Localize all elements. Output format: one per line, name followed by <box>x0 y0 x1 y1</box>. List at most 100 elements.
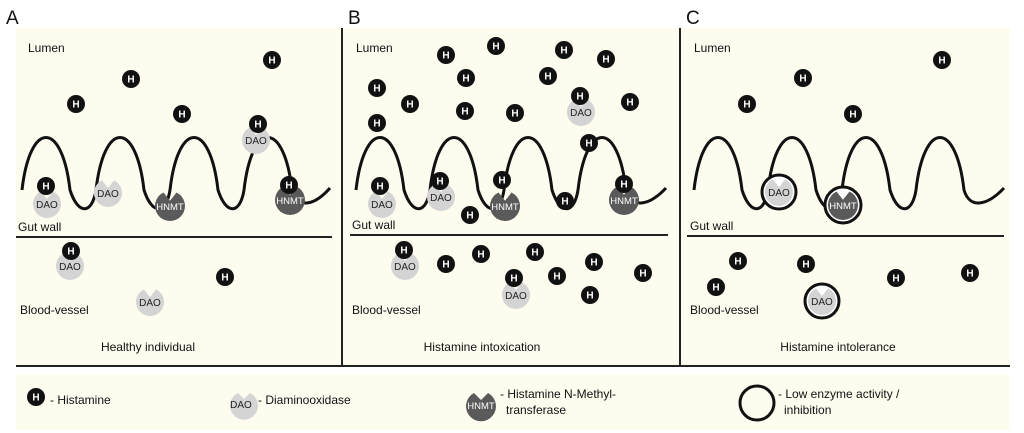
histamine-symbol-8: H <box>221 273 228 284</box>
histamine-molecule-34 <box>548 267 566 285</box>
inhibited-0-dao-label: DAO <box>768 188 790 199</box>
histamine-symbol-36: H <box>639 269 646 280</box>
enzyme-7-dao-label: DAO <box>570 108 592 119</box>
legend-dao-icon <box>229 393 258 420</box>
histamine-molecule-43 <box>797 255 815 273</box>
histamine-symbol-34: H <box>553 272 560 283</box>
histamine-molecule-17 <box>456 102 474 120</box>
histamine-symbol-0: H <box>127 75 134 86</box>
histamine-molecule-37 <box>581 286 599 304</box>
panel-b-villi <box>354 136 668 211</box>
histamine-molecule-21 <box>368 114 386 132</box>
enzyme-5-dao-shape <box>368 191 397 219</box>
panel-b-blood-vessel-label: Blood-vessel <box>352 303 421 317</box>
histamine-symbol-4: H <box>254 120 261 131</box>
histamine-molecule-39 <box>738 95 756 113</box>
histamine-symbol-43: H <box>802 260 809 271</box>
histamine-molecule-35 <box>585 253 603 271</box>
methyl-2-hnmt-label: HNMT <box>491 202 519 213</box>
panel-c-lumen-label: Lumen <box>694 41 731 55</box>
histamine-molecule-9 <box>437 46 455 64</box>
histamine-symbol-39: H <box>743 100 750 111</box>
panel-c-letter: C <box>686 8 700 29</box>
histamine-molecule-13 <box>457 69 475 87</box>
methyl-1-hnmt-label: HNMT <box>276 196 304 207</box>
histamine-molecule-4 <box>249 115 267 133</box>
histamine-molecule-14 <box>539 67 557 85</box>
histamine-molecule-20 <box>621 93 639 111</box>
histamine-symbol-44: H <box>712 283 719 294</box>
enzyme-4-dao-shape <box>136 289 164 317</box>
histamine-molecule-45 <box>887 269 905 287</box>
panel-c-gut-wall-label: Gut wall <box>690 219 733 233</box>
enzyme-2-dao-label: DAO <box>245 136 267 147</box>
histamine-symbol-30: H <box>442 260 449 271</box>
legend: H - Histamine DAO - Diaminooxidase HNMT … <box>27 384 900 422</box>
histamine-symbol-29: H <box>400 246 407 257</box>
histamine-symbol-1: H <box>72 100 79 111</box>
methyl-0-hnmt-shape <box>155 192 185 222</box>
histamine-molecule-46 <box>961 264 979 282</box>
histamine-molecule-36 <box>634 264 652 282</box>
histamine-symbol-24: H <box>436 177 443 188</box>
legend-hnmt-label-line1: - Histamine N-Methyl- <box>500 387 616 401</box>
enzyme-0-dao-shape <box>33 191 62 219</box>
histamine-symbol-6: H <box>285 181 292 192</box>
enzyme-9-dao-shape <box>501 282 530 310</box>
enzyme-6-dao-label: DAO <box>430 193 452 204</box>
histamine-symbol-27: H <box>561 197 568 208</box>
panel-a-letter: A <box>6 8 19 29</box>
panel-b-letter: B <box>348 8 361 29</box>
enzyme-8-dao-shape <box>391 253 420 281</box>
histamine-molecule-41 <box>933 51 951 69</box>
methyl-1-hnmt-shape <box>275 186 306 216</box>
legend-background <box>16 374 1010 430</box>
panel-a-caption: Healthy individual <box>101 340 195 354</box>
molecule-symbols: DAODAODAODAODAODAODAODAODAODAOHNMTHNMTHN… <box>33 37 979 320</box>
histamine-symbol-37: H <box>586 291 593 302</box>
histamine-symbol-18: H <box>511 109 518 120</box>
panel-a-lumen-label: Lumen <box>28 41 65 55</box>
histamine-symbol-28: H <box>620 180 627 191</box>
histamine-symbol-14: H <box>544 72 551 83</box>
enzyme-7-dao-shape <box>567 99 595 127</box>
histamine-symbol-21: H <box>373 119 380 130</box>
methyl-0-hnmt-label: HNMT <box>156 202 184 213</box>
histamine-molecule-10 <box>487 37 505 55</box>
histamine-symbol-15: H <box>373 84 380 95</box>
panel-a-gut-wall-label: Gut wall <box>18 220 61 234</box>
histamine-symbol-19: H <box>576 92 583 103</box>
histamine-molecule-3 <box>263 51 281 69</box>
histamine-molecule-1 <box>67 95 85 113</box>
legend-hnmt-symbol: HNMT <box>467 401 495 412</box>
enzyme-1-dao-shape <box>94 180 123 208</box>
enzyme-3-dao-shape <box>55 253 84 281</box>
legend-low-activity-label-line2: inhibition <box>784 403 831 417</box>
histamine-symbol-7: H <box>67 247 74 258</box>
histamine-molecule-42 <box>729 252 747 270</box>
histamine-symbol-17: H <box>461 107 468 118</box>
enzyme-1-dao-label: DAO <box>97 189 119 200</box>
histamine-symbol-38: H <box>799 74 806 85</box>
legend-hnmt-label-line2: transferase <box>506 403 566 417</box>
histamine-symbol-41: H <box>938 56 945 67</box>
inhibited-0-hnmt-label: HNMT <box>829 201 857 212</box>
methyl-3-hnmt-shape <box>609 186 640 216</box>
histamine-symbol-40: H <box>849 110 856 121</box>
legend-low-activity-label-line1: - Low enzyme activity / <box>778 387 900 401</box>
enzyme-6-dao-shape <box>427 184 456 212</box>
histamine-symbol-33: H <box>510 274 517 285</box>
histamine-molecule-22 <box>580 134 598 152</box>
legend-hnmt-icon <box>466 393 497 422</box>
histamine-symbol-45: H <box>892 274 899 285</box>
enzyme-3-dao-label: DAO <box>59 262 81 273</box>
enzyme-9-dao-label: DAO <box>505 291 527 302</box>
histamine-molecule-40 <box>844 105 862 123</box>
histamine-symbol-3: H <box>268 56 275 67</box>
inhibited-1-dao-shape <box>808 288 836 316</box>
histamine-symbol-20: H <box>626 98 633 109</box>
histamine-molecule-30 <box>437 255 455 273</box>
histamine-symbol-10: H <box>492 42 499 53</box>
histamine-molecule-15 <box>368 79 386 97</box>
